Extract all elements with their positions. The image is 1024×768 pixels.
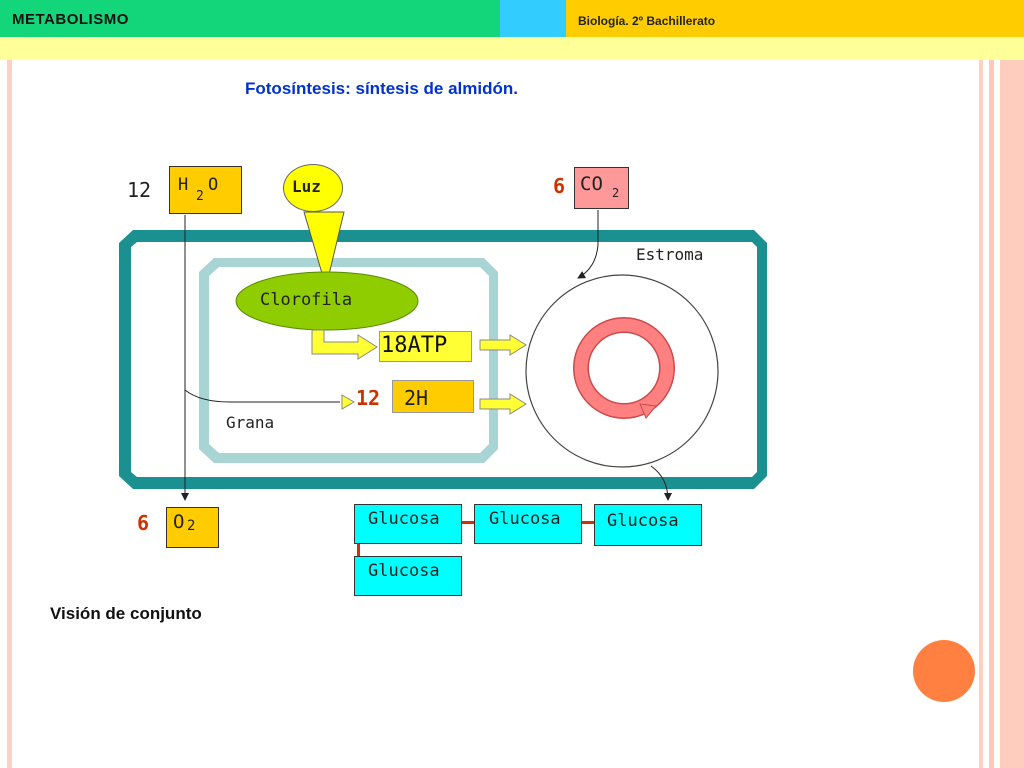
calvin-cycle-ring-fill <box>574 318 674 418</box>
slide-title: Fotosíntesis: síntesis de almidón. <box>245 79 518 98</box>
header-green-band <box>0 0 500 37</box>
header-title: METABOLISMO <box>12 11 129 28</box>
glucose-box-1 <box>354 504 462 544</box>
co2-coefficient: 6 <box>553 174 566 198</box>
co2-to-stroma-line <box>577 210 599 279</box>
light-source-circle <box>283 164 343 212</box>
water-o: O <box>208 175 219 195</box>
glucose-bond-2 <box>582 521 594 524</box>
stroma-label: Estroma <box>636 245 704 264</box>
header-cyan-band <box>500 0 566 37</box>
clorofila-label: Clorofila <box>260 290 353 310</box>
atp-to-stroma-arrow <box>479 334 527 356</box>
water-box <box>169 166 242 214</box>
glucose-label-2: Glucosa <box>489 509 561 529</box>
water-to-hydrogen-line <box>184 389 340 403</box>
glucose-box-2 <box>474 504 582 544</box>
header-yellow-band <box>566 0 1024 37</box>
co2-box <box>574 167 629 209</box>
clorofila-ellipse <box>235 271 419 331</box>
co2-label: CO <box>580 173 603 195</box>
right-border-stripe-1 <box>979 60 983 768</box>
left-border-stripe <box>7 60 12 768</box>
decorative-orange-circle <box>913 640 975 702</box>
right-border-stripe-2 <box>989 60 994 768</box>
light-label: Luz <box>292 177 321 196</box>
oxygen-box <box>166 507 219 548</box>
co2-subscript: 2 <box>612 186 620 200</box>
water-h: H <box>178 175 189 195</box>
stroma-to-glucose-line <box>650 465 672 501</box>
water-coefficient: 12 <box>127 178 152 202</box>
hydrogen-box <box>392 380 474 413</box>
header-light-strip <box>0 37 1024 60</box>
atp-arrow <box>311 329 378 360</box>
oxygen-coefficient: 6 <box>137 511 150 535</box>
glucose-bond-1 <box>462 521 474 524</box>
grana-label: Grana <box>226 413 275 432</box>
glucose-label-4: Glucosa <box>368 561 440 581</box>
atp-box <box>379 331 472 362</box>
hydrogen-arrowhead <box>341 394 355 410</box>
hydrogen-label: 2H <box>404 386 429 410</box>
right-border-stripe-3 <box>1000 60 1024 768</box>
glucose-label-1: Glucosa <box>368 509 440 529</box>
header-subtitle: Biología. 2º Bachillerato <box>578 14 716 28</box>
oxygen-label: O <box>173 511 185 533</box>
glucose-box-3 <box>594 504 702 546</box>
atp-label: 18ATP <box>381 333 448 358</box>
glucose-box-4 <box>354 556 462 596</box>
oxygen-subscript: 2 <box>187 518 196 534</box>
glucose-label-3: Glucosa <box>607 511 679 531</box>
light-beam-arrow <box>303 211 345 289</box>
water-subscript: 2 <box>196 189 204 204</box>
stroma-circle <box>525 274 719 468</box>
hydrogen-coefficient: 12 <box>356 386 381 410</box>
h2-to-stroma-arrow <box>479 393 527 415</box>
glucose-bond-3 <box>357 544 360 556</box>
overview-caption: Visión de conjunto <box>50 604 202 623</box>
cycle-arrowhead <box>639 403 657 419</box>
